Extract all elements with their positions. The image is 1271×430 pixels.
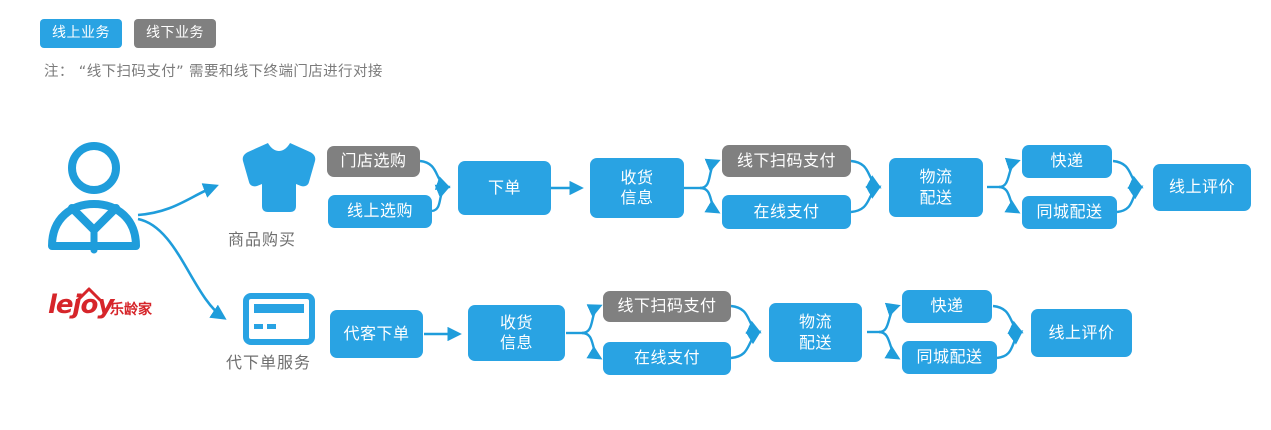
step-city-delivery-row2[interactable]: 同城配送 — [902, 341, 997, 374]
person-icon — [48, 142, 140, 254]
shirt-icon — [242, 143, 316, 212]
step-delivery-info2-line1: 收货 — [499, 312, 533, 332]
step-logistics-delivery-row2[interactable]: 物流 配送 — [769, 303, 862, 362]
step-online-payment-row2[interactable]: 在线支付 — [603, 342, 731, 375]
step-delivery-info2-line2: 信息 — [499, 333, 533, 352]
step-logistics-line2: 配送 — [919, 187, 953, 207]
note-text: 注： “线下扫码支付” 需要和线下终端门店进行对接 — [44, 64, 383, 80]
logo-chinese-text: 乐龄家 — [110, 302, 152, 318]
step-delivery-info-row1[interactable]: 收货 信息 — [590, 158, 684, 218]
step-logistics2-line1: 物流 — [798, 312, 832, 332]
step-online-review-row2[interactable]: 线上评价 — [1031, 309, 1132, 357]
step-online-review-row1[interactable]: 线上评价 — [1153, 164, 1251, 211]
step-offline-scan-payment-row1[interactable]: 线下扫码支付 — [722, 145, 851, 177]
logo-roof-icon — [76, 287, 102, 302]
step-express-row1[interactable]: 快递 — [1022, 145, 1112, 178]
legend-online-business[interactable]: 线上业务 — [40, 19, 122, 48]
step-online-shopping[interactable]: 线上选购 — [328, 195, 432, 228]
step-offline-store-shopping[interactable]: 门店选购 — [327, 146, 420, 177]
credit-card-icon — [243, 293, 315, 345]
step-order-on-behalf[interactable]: 代客下单 — [330, 310, 423, 358]
step-delivery-info-line2: 信息 — [620, 188, 654, 207]
branch-caption-product-purchase: 商品购买 — [228, 230, 297, 249]
legend: 线上业务 线下业务 — [40, 19, 216, 48]
branch-caption-order-service: 代下单服务 — [226, 353, 312, 372]
step-city-delivery-row1[interactable]: 同城配送 — [1022, 196, 1117, 229]
lejoy-logo: lejoy 乐龄家 — [48, 287, 152, 322]
step-online-payment-row1[interactable]: 在线支付 — [722, 195, 851, 229]
step-delivery-info-row2[interactable]: 收货 信息 — [468, 305, 565, 361]
legend-offline-business[interactable]: 线下业务 — [134, 19, 216, 48]
step-logistics-delivery-row1[interactable]: 物流 配送 — [889, 158, 983, 217]
step-place-order[interactable]: 下单 — [458, 161, 551, 215]
step-logistics2-line2: 配送 — [798, 332, 832, 352]
step-express-row2[interactable]: 快递 — [902, 290, 992, 323]
step-delivery-info-line1: 收货 — [620, 167, 654, 187]
step-logistics-line1: 物流 — [919, 167, 953, 187]
step-offline-scan-payment-row2[interactable]: 线下扫码支付 — [603, 291, 731, 322]
